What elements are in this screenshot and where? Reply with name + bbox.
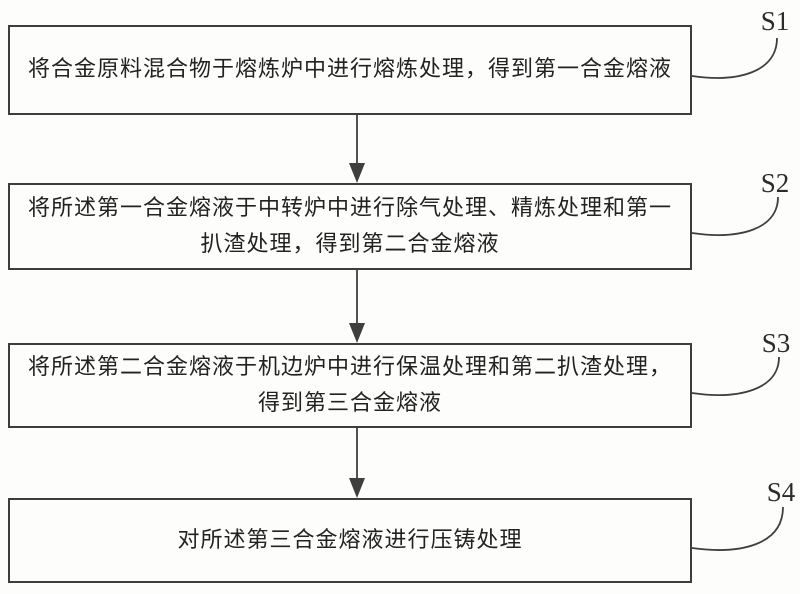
flow-arrow-3-icon <box>349 428 365 498</box>
step-label-s2: S2 <box>760 168 790 198</box>
step-label-s1: S1 <box>760 6 790 36</box>
step-box-s4: 对所述第三合金熔液进行压铸处理 <box>8 498 692 583</box>
flow-arrow-2-icon <box>349 270 365 343</box>
step-box-s2: 将所述第一合金熔液于中转炉中进行除气处理、精炼处理和第一 扒渣处理，得到第二合金… <box>8 183 692 270</box>
step-text-line: 得到第三合金熔液 <box>257 390 442 416</box>
step-text-line: 对所述第三合金熔液进行压铸处理 <box>177 527 523 553</box>
step-text-line: 扒渣处理，得到第二合金熔液 <box>200 231 500 257</box>
step-label-s3: S3 <box>761 328 791 358</box>
leader-line-s3 <box>691 356 780 396</box>
leader-line-s1 <box>691 37 778 79</box>
flow-arrow-1-icon <box>349 115 365 183</box>
step-box-s3: 将所述第二合金熔液于机边炉中进行保温处理和第二扒渣处理， 得到第三合金熔液 <box>8 343 692 428</box>
step-box-s1: 将合金原料混合物于熔炼炉中进行熔炼处理，得到第一合金熔液 <box>8 25 692 115</box>
step-text-line: 将所述第一合金熔液于中转炉中进行除气处理、精炼处理和第一 <box>27 195 672 221</box>
step-text-line: 将所述第二合金熔液于机边炉中进行保温处理和第二扒渣处理， <box>27 354 672 380</box>
leader-line-s4 <box>691 506 784 551</box>
leader-line-s2 <box>691 196 779 236</box>
step-text-line: 将合金原料混合物于熔炼炉中进行熔炼处理，得到第一合金熔液 <box>27 57 672 82</box>
step-label-s4: S4 <box>766 477 796 507</box>
